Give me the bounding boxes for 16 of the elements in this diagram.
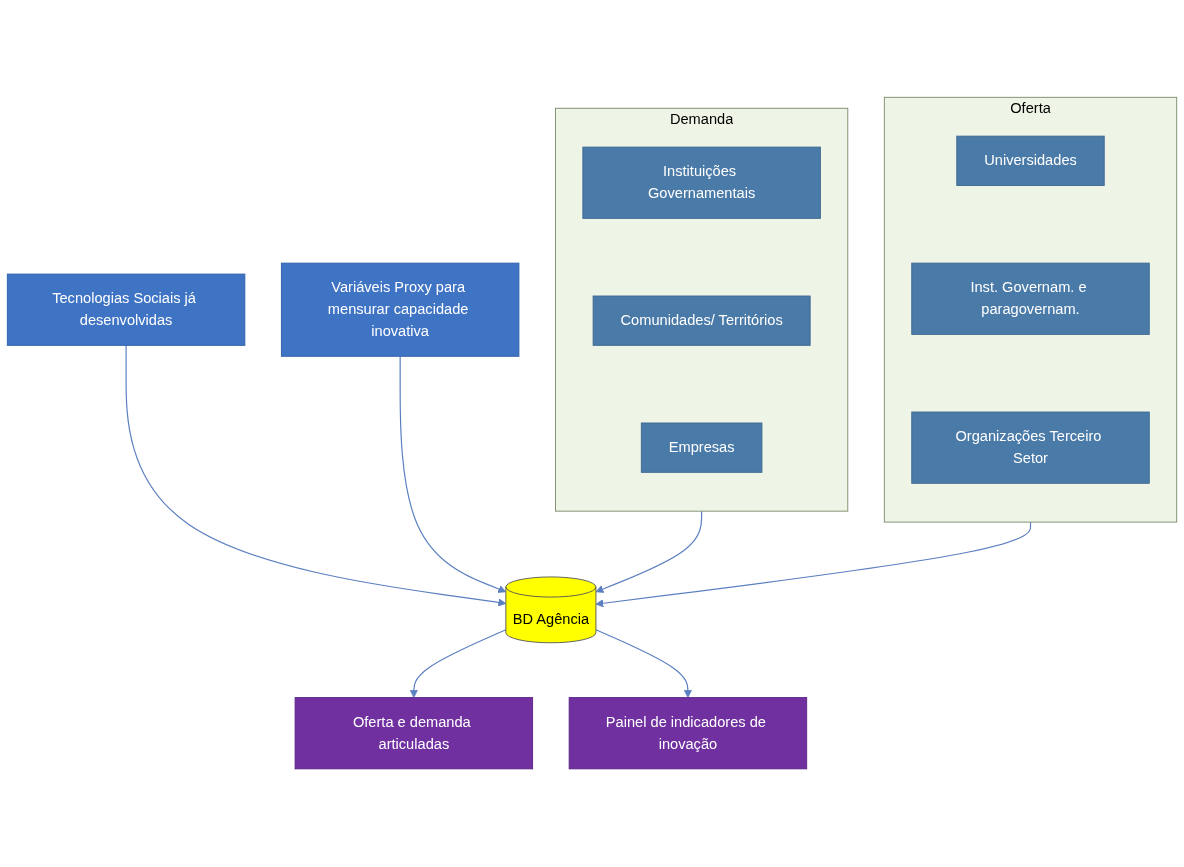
arrow [595,511,703,594]
node-box: Variáveis Proxy para mensurar capacidade inovativa [280,263,520,358]
node-box: Painel de indicadores de inovação [568,697,808,770]
arrow [409,629,507,699]
node-box: Organizações Terceiro Setor [911,412,1150,485]
node-box: Empresas [640,422,763,474]
node-box: Tecnologias Sociais já desenvolvidas [6,274,246,347]
arrow [399,356,507,594]
node-box: Instituições Governamentais [582,147,821,220]
arrow [595,629,692,699]
node-box: Oferta e demanda articuladas [294,697,534,770]
node-box: Inst. Governam. e paragovernam. [911,263,1150,336]
arrow [125,345,507,607]
node-box: Universidades [956,136,1105,187]
node-box: Comunidades/ Territórios [592,295,811,347]
arrow [595,521,1032,608]
